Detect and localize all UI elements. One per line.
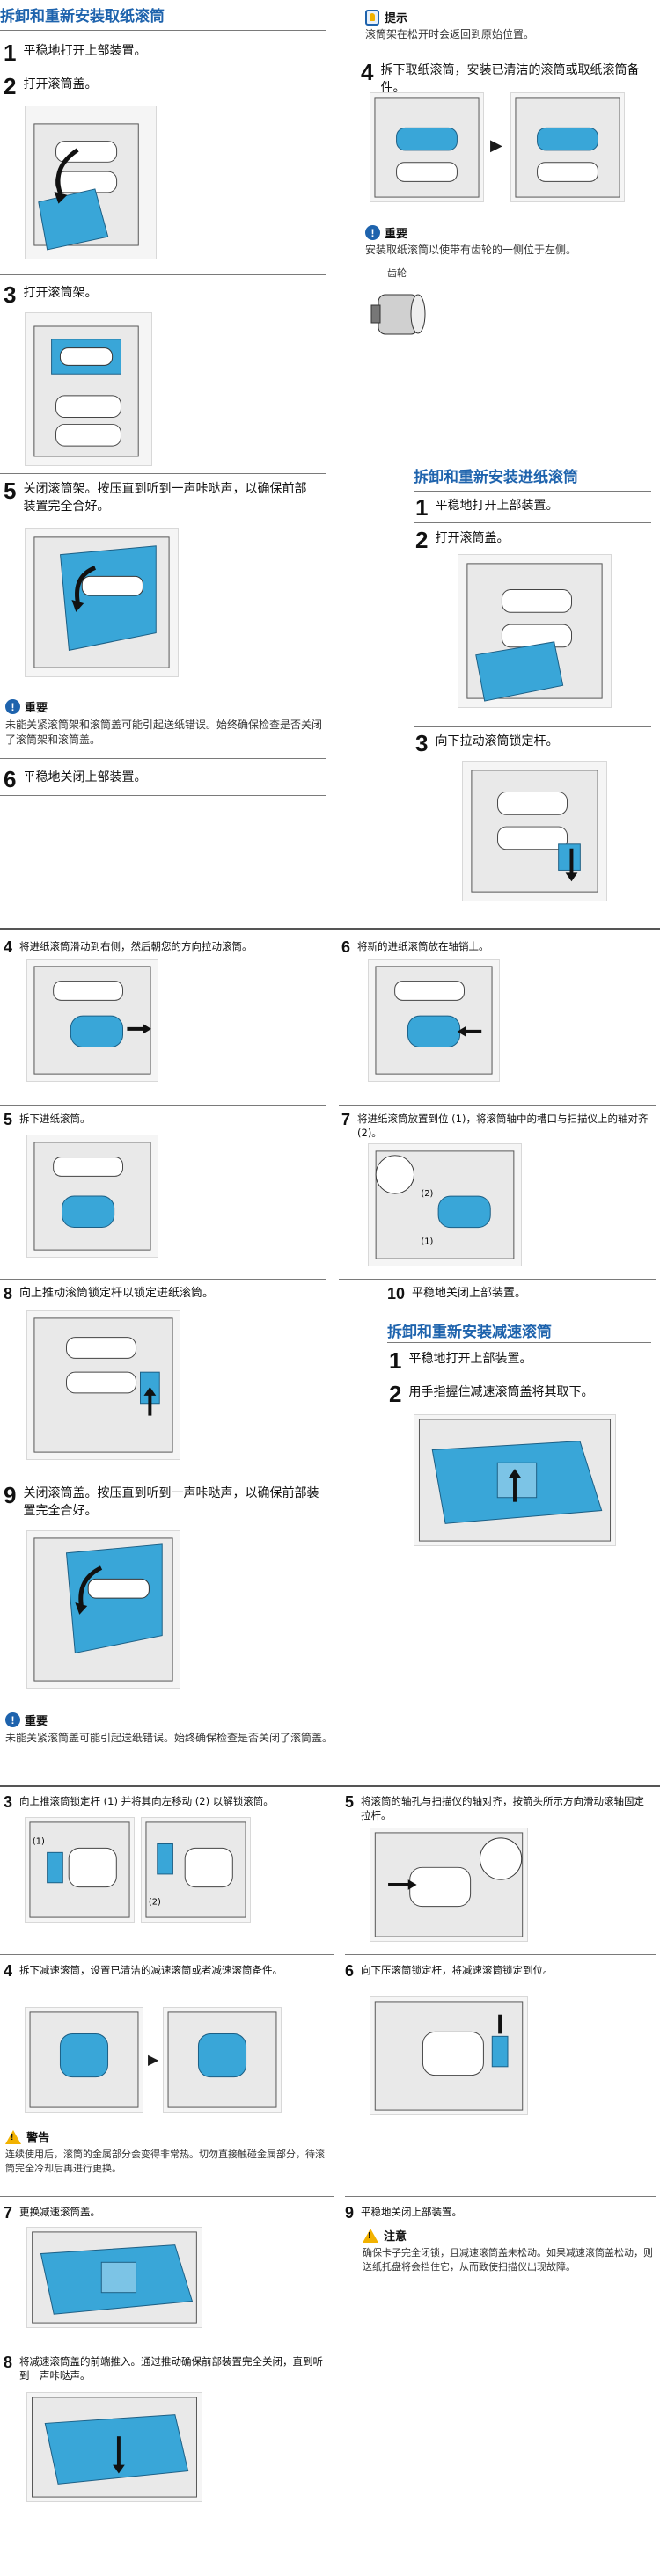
- figure-close-roller-holder: [25, 528, 179, 677]
- caution-note: !注意 确保卡子完全闭锁，且减速滚筒盖未松动。如果减速滚筒盖松动，则送纸托盘将会…: [363, 2227, 653, 2274]
- divider: [0, 30, 326, 31]
- figure-position-feed-roller: (1) (2): [368, 1143, 522, 1266]
- divider: [0, 1279, 326, 1280]
- divider: [345, 2196, 656, 2197]
- label-two: (2): [421, 1189, 433, 1199]
- step-9: 9 关闭滚筒盖。按压直到听到一声咔哒声，以确保前部装置完全合好。: [4, 1482, 319, 1518]
- step-9: 9 平稳地关闭上部装置。: [345, 2204, 463, 2222]
- divider: [339, 1105, 656, 1106]
- step-6: 6 将新的进纸滚筒放在轴销上。: [341, 938, 489, 956]
- step-7: 7 将进纸滚筒放置到位 (1)，将滚筒轴中的槽口与扫描仪上的轴对齐 (2)。: [341, 1111, 649, 1139]
- figure-remove-retard-cover: [414, 1414, 616, 1546]
- step-8: 8 向上推动滚筒锁定杆以锁定进纸滚筒。: [4, 1285, 215, 1303]
- figure-place-new-feed-roller: [368, 959, 500, 1082]
- figure-open-roller-cover: [25, 106, 157, 259]
- important-note: !重要 安装取纸滚筒以使带有齿轮的一侧位于左侧。: [365, 225, 577, 256]
- section-title-retard-roller: 拆卸和重新安装减速滚筒: [387, 1324, 552, 1341]
- divider: [0, 795, 326, 796]
- step-5: 5 将滚筒的轴孔与扫描仪的轴对齐，按箭头所示方向滑动滚轴固定拉杆。: [345, 1793, 645, 1821]
- step-1: 1 平稳地打开上部装置。: [4, 40, 147, 66]
- step-8: 8 将减速滚筒盖的前端推入。通过推动确保前部装置完全关闭，直到听到一声咔哒声。: [4, 2353, 324, 2382]
- divider: [345, 1954, 656, 1955]
- step-5: 5 关闭滚筒架。按压直到听到一声咔哒声，以确保前部装置完全合好。: [4, 478, 307, 514]
- step-4: 4 将进纸滚筒滑动到右侧，然后朝您的方向拉动滚筒。: [4, 938, 253, 956]
- step-4: 4 拆下取纸滚筒，安装已清洁的滚筒或取纸滚筒备件。: [361, 59, 640, 95]
- warning-icon: !: [5, 2129, 21, 2144]
- label-one: (1): [33, 1837, 45, 1847]
- step-5: 5 拆下进纸滚筒。: [4, 1111, 91, 1128]
- divider: [0, 2196, 334, 2197]
- gear-label: 齿轮: [387, 267, 407, 279]
- figure-close-roller-cover: [26, 1530, 180, 1689]
- important-icon: !: [5, 699, 20, 714]
- section-title-pickup-roller: 拆卸和重新安装取纸滚筒: [0, 8, 165, 26]
- divider: [387, 1342, 651, 1343]
- divider: [0, 274, 326, 275]
- hint-icon: [365, 9, 379, 26]
- warning-note: !警告 连续使用后，滚筒的金属部分会变得非常热。切勿直接触碰金属部分，待滚筒完全…: [5, 2128, 331, 2176]
- step-1: 1 平稳地打开上部装置。: [389, 1347, 532, 1374]
- important-icon: !: [365, 225, 380, 240]
- step-6: 6 向下压滚筒锁定杆，将减速滚筒锁定到位。: [345, 1962, 554, 1980]
- figure-remove-feed-roller: [26, 1135, 158, 1258]
- figure-install-pickup-roller: [510, 92, 625, 202]
- figure-open-roller-cover: [458, 554, 612, 708]
- figure-replace-retard-cover: [26, 2227, 202, 2328]
- step-4: 4 拆下减速滚筒，设置已清洁的减速滚筒或者减速滚筒备件。: [4, 1962, 283, 1980]
- divider: [0, 1954, 334, 1955]
- divider: [0, 473, 326, 474]
- arrow-right-icon: ▶: [490, 136, 502, 155]
- figure-pull-lock-lever: [462, 761, 607, 901]
- figure-unlock-retard-roller-2: (2): [141, 1817, 251, 1923]
- arrow-right-icon: ▶: [148, 2051, 159, 2068]
- divider: [0, 1105, 326, 1106]
- page-separator: [0, 1785, 660, 1787]
- figure-align-retard-roller: [370, 1828, 528, 1942]
- important-note: !重要 未能关紧滚筒盖可能引起送纸错误。始终确保检查是否关闭了滚筒盖。: [5, 1712, 334, 1744]
- caution-icon: !: [363, 2228, 378, 2243]
- figure-slide-feed-roller: [26, 959, 158, 1082]
- section-title-feed-roller: 拆卸和重新安装进纸滚筒: [414, 469, 578, 486]
- figure-roller-gear: [370, 277, 431, 347]
- step-10: 10 平稳地关闭上部装置。: [387, 1285, 527, 1303]
- figure-open-roller-holder: [25, 312, 152, 466]
- figure-push-lock-lever: [26, 1310, 180, 1460]
- step-3: 3 向上推滚筒锁定杆 (1) 并将其向左移动 (2) 以解锁滚筒。: [4, 1793, 274, 1811]
- figure-remove-retard-roller: [25, 2007, 143, 2113]
- figure-install-retard-roller: [163, 2007, 282, 2113]
- figure-press-lock-lever: [370, 1996, 528, 2115]
- step-1: 1 平稳地打开上部装置。: [415, 494, 559, 521]
- figure-remove-pickup-roller: [370, 92, 484, 202]
- step-3: 3 向下拉动滚筒锁定杆。: [415, 730, 559, 756]
- page-separator: [0, 928, 660, 930]
- label-one: (1): [421, 1237, 433, 1246]
- figure-push-retard-cover: [26, 2392, 202, 2502]
- step-6: 6 平稳地关闭上部装置。: [4, 766, 147, 792]
- divider: [414, 522, 651, 523]
- step-7: 7 更换减速滚筒盖。: [4, 2204, 101, 2222]
- important-icon: !: [5, 1712, 20, 1727]
- label-two: (2): [149, 1897, 161, 1907]
- important-note: !重要 未能关紧滚筒架和滚筒盖可能引起送纸错误。始终确保检查是否关闭了滚筒架和滚…: [5, 699, 323, 746]
- step-2: 2 用手指握住减速滚筒盖将其取下。: [389, 1381, 594, 1407]
- divider: [414, 491, 651, 492]
- divider: [414, 726, 651, 727]
- step-3: 3 打开滚筒架。: [4, 281, 98, 308]
- divider: [0, 758, 326, 759]
- hint-note: 提示 滚筒架在松开时会返回到原始位置。: [365, 9, 647, 42]
- figure-unlock-retard-roller-1: (1): [25, 1817, 135, 1923]
- divider: [339, 1279, 656, 1280]
- step-2: 2 打开滚筒盖。: [4, 73, 98, 99]
- step-2: 2 打开滚筒盖。: [415, 527, 510, 553]
